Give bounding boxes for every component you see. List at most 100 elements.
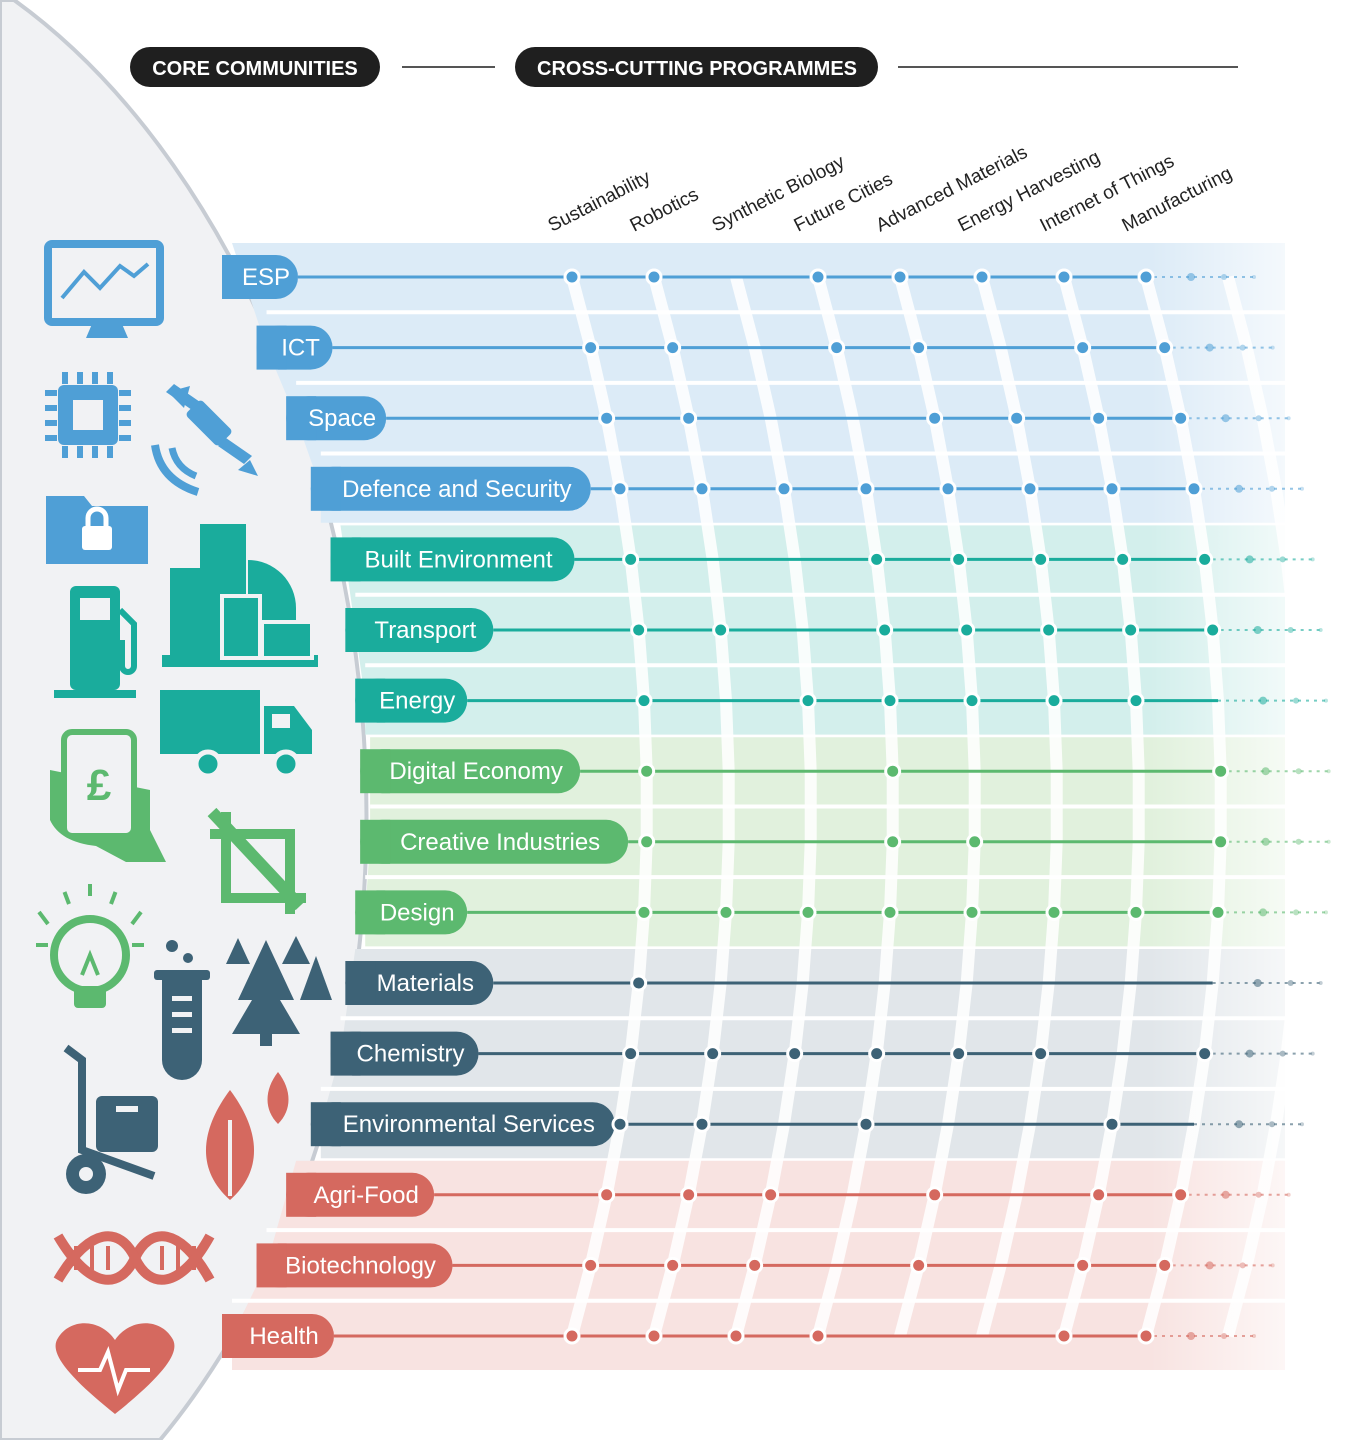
programme-link-node[interactable] <box>1156 1256 1174 1274</box>
programme-link-node[interactable] <box>958 621 976 639</box>
programme-link-node[interactable] <box>645 268 663 286</box>
programme-link-node[interactable] <box>1127 903 1145 921</box>
programme-link-node[interactable] <box>1172 409 1190 427</box>
programme-link-node[interactable] <box>881 692 899 710</box>
programme-link-node[interactable] <box>1127 692 1145 710</box>
programme-link-node[interactable] <box>1172 1186 1190 1204</box>
programme-link-node[interactable] <box>1196 550 1214 568</box>
programme-link-node[interactable] <box>910 339 928 357</box>
programme-link-node[interactable] <box>622 1045 640 1063</box>
programme-link-node[interactable] <box>635 903 653 921</box>
programme-link-node[interactable] <box>1090 409 1108 427</box>
programme-link-node[interactable] <box>664 339 682 357</box>
programme-link-node[interactable] <box>973 268 991 286</box>
programme-link-node[interactable] <box>680 409 698 427</box>
programme-link-node[interactable] <box>1185 480 1203 498</box>
programme-link-node[interactable] <box>775 480 793 498</box>
programme-link-node[interactable] <box>645 1327 663 1345</box>
programme-link-node[interactable] <box>664 1256 682 1274</box>
programme-link-node[interactable] <box>950 1045 968 1063</box>
programme-link-node[interactable] <box>1032 1045 1050 1063</box>
programme-link-node[interactable] <box>926 1186 944 1204</box>
programme-link-node[interactable] <box>704 1045 722 1063</box>
programme-link-node[interactable] <box>881 903 899 921</box>
programme-link-node[interactable] <box>582 339 600 357</box>
programme-link-node[interactable] <box>1021 480 1039 498</box>
programme-link-node[interactable] <box>857 1115 875 1133</box>
programme-link-node[interactable] <box>635 692 653 710</box>
programme-link-node[interactable] <box>1196 1045 1214 1063</box>
community-pill[interactable] <box>330 537 575 582</box>
programme-link-node[interactable] <box>693 1115 711 1133</box>
programme-link-node[interactable] <box>1103 1115 1121 1133</box>
programme-link-node[interactable] <box>1212 762 1230 780</box>
community-pill[interactable] <box>345 961 494 1005</box>
programme-link-node[interactable] <box>638 833 656 851</box>
programme-link-node[interactable] <box>1122 621 1140 639</box>
programme-link-node[interactable] <box>630 621 648 639</box>
programme-link-node[interactable] <box>799 903 817 921</box>
community-pill[interactable] <box>310 1102 615 1147</box>
programme-link-node[interactable] <box>963 692 981 710</box>
programme-link-node[interactable] <box>884 762 902 780</box>
programme-link-node[interactable] <box>884 833 902 851</box>
programme-link-node[interactable] <box>828 339 846 357</box>
programme-link-node[interactable] <box>1114 550 1132 568</box>
programme-link-node[interactable] <box>717 903 735 921</box>
programme-link-node[interactable] <box>939 480 957 498</box>
programme-link-node[interactable] <box>638 762 656 780</box>
programme-link-node[interactable] <box>598 1186 616 1204</box>
programme-link-node[interactable] <box>611 480 629 498</box>
programme-link-node[interactable] <box>926 409 944 427</box>
community-pill[interactable] <box>360 819 629 864</box>
programme-link-node[interactable] <box>857 480 875 498</box>
programme-link-node[interactable] <box>1212 833 1230 851</box>
community-pill[interactable] <box>330 1031 479 1076</box>
programme-link-node[interactable] <box>630 974 648 992</box>
programme-link-node[interactable] <box>1090 1186 1108 1204</box>
programme-link-node[interactable] <box>966 833 984 851</box>
programme-link-node[interactable] <box>786 1045 804 1063</box>
programme-link-node[interactable] <box>1040 621 1058 639</box>
programme-link-node[interactable] <box>746 1256 764 1274</box>
programme-link-node[interactable] <box>1156 339 1174 357</box>
programme-link-node[interactable] <box>950 550 968 568</box>
programme-link-node[interactable] <box>1032 550 1050 568</box>
programme-link-node[interactable] <box>809 1327 827 1345</box>
community-pill[interactable] <box>345 608 494 652</box>
programme-link-node[interactable] <box>868 1045 886 1063</box>
programme-link-node[interactable] <box>1045 903 1063 921</box>
programme-link-node[interactable] <box>1045 692 1063 710</box>
programme-link-node[interactable] <box>868 550 886 568</box>
programme-link-node[interactable] <box>1074 1256 1092 1274</box>
programme-link-node[interactable] <box>1137 1327 1155 1345</box>
programme-link-node[interactable] <box>598 409 616 427</box>
programme-link-node[interactable] <box>1008 409 1026 427</box>
programme-link-node[interactable] <box>712 621 730 639</box>
programme-link-node[interactable] <box>611 1115 629 1133</box>
programme-link-node[interactable] <box>1055 1327 1073 1345</box>
programme-link-node[interactable] <box>1204 621 1222 639</box>
programme-link-node[interactable] <box>799 692 817 710</box>
programme-link-node[interactable] <box>809 268 827 286</box>
programme-link-node[interactable] <box>963 903 981 921</box>
community-pill[interactable] <box>256 1243 453 1288</box>
programme-link-node[interactable] <box>762 1186 780 1204</box>
community-pill[interactable] <box>286 1172 435 1217</box>
programme-link-node[interactable] <box>680 1186 698 1204</box>
programme-link-node[interactable] <box>1209 903 1227 921</box>
programme-link-node[interactable] <box>910 1256 928 1274</box>
programme-link-node[interactable] <box>891 268 909 286</box>
community-pill[interactable] <box>310 466 591 511</box>
programme-link-node[interactable] <box>1055 268 1073 286</box>
programme-link-node[interactable] <box>1103 480 1121 498</box>
programme-link-node[interactable] <box>582 1256 600 1274</box>
programme-link-node[interactable] <box>1074 339 1092 357</box>
programme-link-node[interactable] <box>563 1327 581 1345</box>
programme-link-node[interactable] <box>876 621 894 639</box>
community-pill[interactable] <box>360 749 581 794</box>
programme-link-node[interactable] <box>727 1327 745 1345</box>
programme-link-node[interactable] <box>622 550 640 568</box>
programme-link-node[interactable] <box>1137 268 1155 286</box>
programme-link-node[interactable] <box>693 480 711 498</box>
